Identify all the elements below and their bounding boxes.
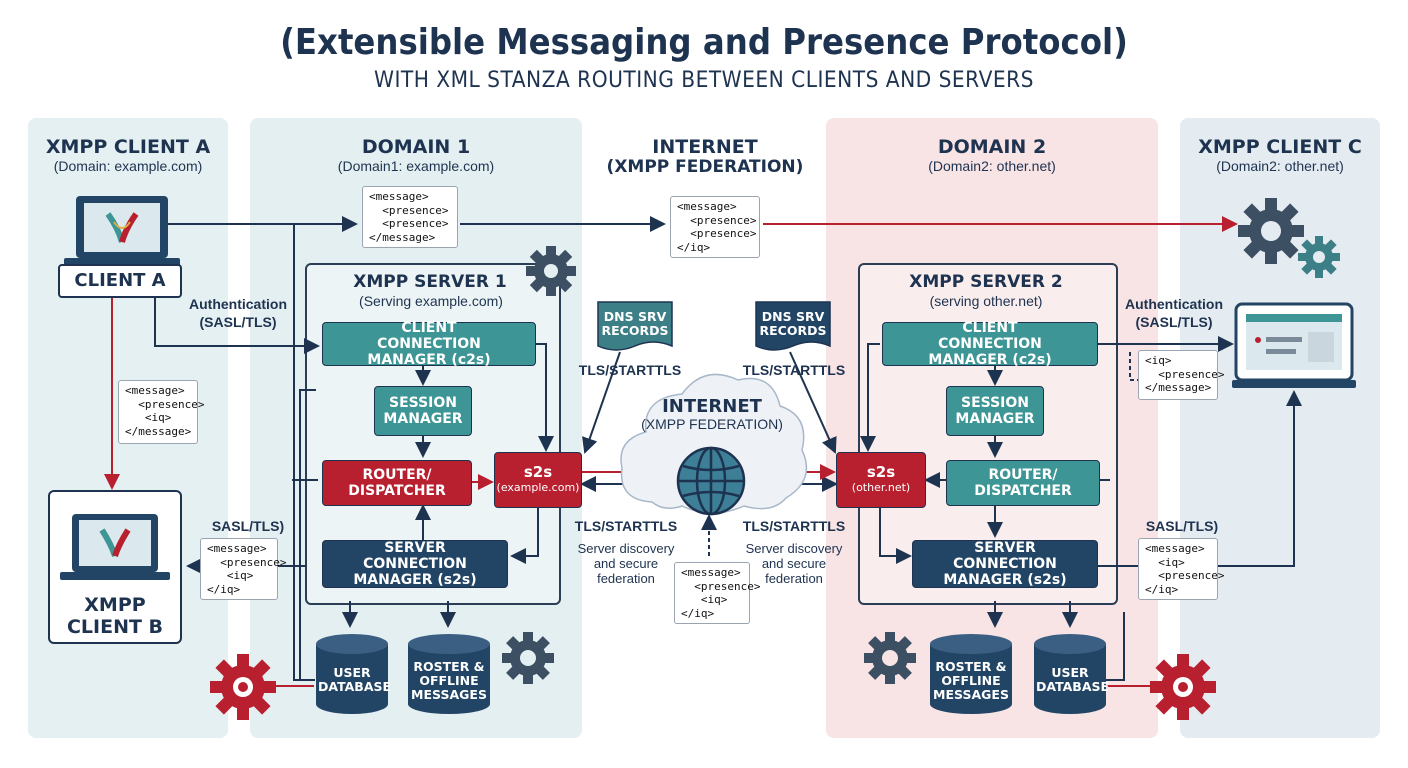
globe-icon — [676, 446, 746, 516]
domain2-title: DOMAIN 2 — [937, 136, 1047, 158]
dns-right-label: DNS SRV RECORDS — [759, 309, 827, 338]
client-a-laptop-icon — [64, 196, 180, 266]
client-a-domain: (Domain: example.com) — [53, 158, 203, 174]
stanza-right-client-c-bottom: <message> <iq> <presence> </iq> — [1138, 538, 1224, 600]
server1-c2s-box[interactable]: CLIENT CONNECTION MANAGER (c2s) — [322, 320, 536, 368]
server1-session-box[interactable]: SESSION MANAGER — [374, 386, 472, 436]
internet-top-subtitle: (XMPP FEDERATION) — [606, 157, 804, 177]
client-a-title: XMPP CLIENT A — [45, 136, 211, 158]
internet-top-title: INTERNET — [652, 136, 758, 158]
client-b-label-line1: XMPP — [84, 594, 146, 616]
server1-s2s-node[interactable]: s2s (example.com) — [494, 452, 582, 508]
auth-right-label-1: Authentication — [1125, 296, 1223, 312]
internet-cloud-subtitle: (XMPP FEDERATION) — [641, 416, 783, 432]
internet-cloud-title: INTERNET — [662, 396, 762, 417]
client-b-label-line2: CLIENT B — [66, 616, 164, 638]
server2-session-box[interactable]: SESSION MANAGER — [946, 386, 1044, 436]
client-c-title: XMPP CLIENT C — [1198, 136, 1362, 158]
domain2-domain: (Domain2: other.net) — [928, 158, 1056, 174]
domain1-domain: (Domain1: example.com) — [337, 158, 495, 174]
gear-icon — [526, 246, 576, 296]
database-icon — [930, 634, 1012, 714]
dns-document-icon — [755, 301, 831, 351]
server1-user-db-label: USER DATABASE — [318, 665, 392, 694]
database-icon — [408, 634, 490, 714]
stanza-client-a-to-b: <message> <presence> <iq> </message> — [118, 380, 204, 444]
auth-left-label-1: Authentication — [189, 296, 287, 312]
tls-bottom-left-label: TLS/STARTTLS — [574, 518, 678, 534]
client-a-label[interactable]: CLIENT A — [58, 264, 182, 298]
server2-router-box[interactable]: ROUTER/ DISPATCHER — [946, 460, 1100, 506]
server1-roster-label: ROSTER & OFFLINE MESSAGES — [411, 659, 487, 702]
stanza-left-client-b: <message> <presence> <iq> </iq> — [200, 538, 286, 600]
dns-left-label: DNS SRV RECORDS — [601, 309, 669, 338]
server2-c2s-box[interactable]: CLIENT CONNECTION MANAGER (c2s) — [882, 320, 1098, 368]
gear-icon — [1150, 654, 1216, 720]
server1-s2s-title: s2s — [523, 463, 553, 481]
gear-icon — [1298, 236, 1340, 278]
server1-serving: (Serving example.com) — [359, 293, 503, 309]
client-c-laptop-icon — [1232, 302, 1356, 388]
auth-right-label-2: (SASL/TLS) — [1135, 314, 1213, 330]
server1-s2s-manager-box[interactable]: SERVER CONNECTION MANAGER (s2s) — [322, 540, 508, 588]
server2-user-db-label: USER DATABASE — [1036, 665, 1110, 694]
tls-top-right-label: TLS/STARTTLS — [742, 362, 846, 378]
auth-left-label-2: (SASL/TLS) — [199, 314, 277, 330]
domain1-title: DOMAIN 1 — [361, 136, 471, 158]
server2-serving: (serving other.net) — [929, 293, 1043, 309]
tls-top-left-label: TLS/STARTTLS — [578, 362, 682, 378]
server1-s2s-sub: (example.com) — [496, 481, 580, 494]
server2-s2s-manager-box[interactable]: SERVER CONNECTION MANAGER (s2s) — [912, 540, 1098, 588]
gear-icon — [1238, 198, 1304, 264]
discovery-right-label: Server discovery and secure federation — [745, 541, 843, 586]
client-b-laptop-icon — [60, 514, 170, 580]
server2-s2s-title: s2s — [866, 463, 896, 481]
stanza-right-client-c-top: <iq> <presence> </message> — [1138, 350, 1224, 400]
server2-s2s-node[interactable]: s2s (other.net) — [836, 452, 926, 508]
server2-s2s-sub: (other.net) — [851, 481, 911, 494]
discovery-left-label: Server discovery and secure federation — [577, 541, 675, 586]
server2-title: XMPP SERVER 2 — [909, 272, 1063, 292]
stanza-top-internet: <message> <presence> <presence> </iq> — [670, 196, 760, 258]
server1-router-box[interactable]: ROUTER/ DISPATCHER — [322, 460, 472, 506]
database-icon — [316, 634, 388, 714]
stanza-top-domain1: <message> <presence> <presence> </messag… — [362, 186, 458, 248]
page-subtitle: WITH XML STANZA ROUTING BETWEEN CLIENTS … — [374, 68, 1034, 93]
sasl-right-label: SASL/TLS) — [1145, 518, 1219, 534]
client-c-domain: (Domain2: other.net) — [1216, 158, 1344, 174]
stanza-bottom-center: <message> <presence> <iq> </iq> — [674, 562, 760, 624]
dns-document-icon — [597, 301, 673, 351]
database-icon — [1034, 634, 1106, 714]
tls-bottom-right-label: TLS/STARTTLS — [742, 518, 846, 534]
page-title: (Extensible Messaging and Presence Proto… — [280, 22, 1128, 63]
gear-icon — [864, 632, 916, 684]
server2-roster-label: ROSTER & OFFLINE MESSAGES — [933, 659, 1009, 702]
sasl-left-label: SASL/TLS) — [211, 518, 285, 534]
gear-icon — [502, 632, 554, 684]
server1-title: XMPP SERVER 1 — [353, 272, 507, 292]
gear-icon — [210, 654, 276, 720]
